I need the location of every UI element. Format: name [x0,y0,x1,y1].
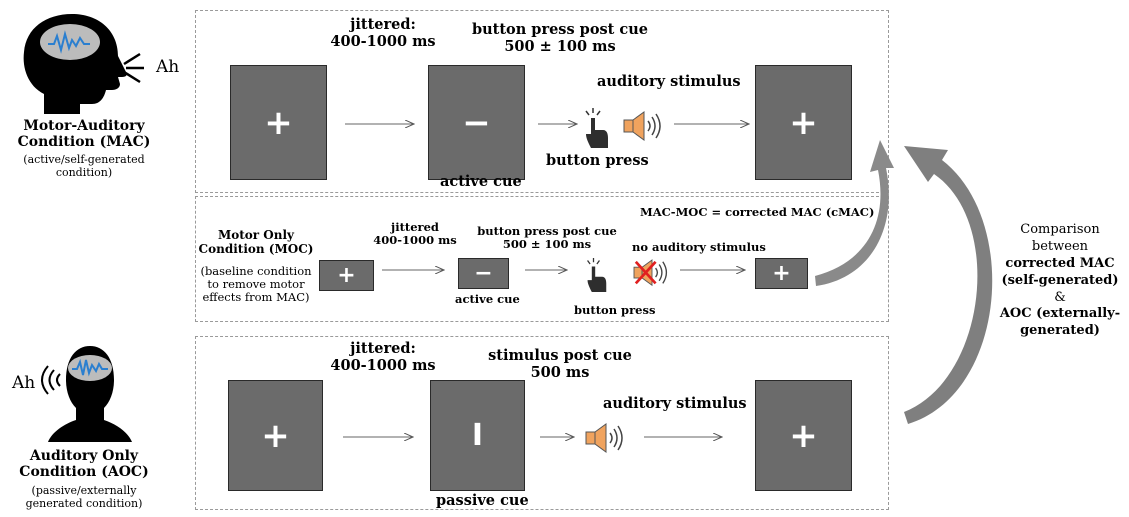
moc-panel [195,196,889,322]
comparison-line1: Comparison [1020,222,1100,237]
correction-curved-arrow [815,140,894,286]
mac-post-cue-label: button press post cue 500 ± 100 ms [465,21,655,55]
mac-end-box: + [755,65,852,180]
plus-icon: + [337,263,356,288]
minus-icon: − [462,102,491,143]
mac-active-cue-label: active cue [440,173,522,190]
moc-title: Motor Only Condition (MOC) [196,228,316,257]
muted-speaker-icon [633,259,668,287]
comparison-label: Comparison between corrected MAC (self-g… [992,222,1128,340]
moc-active-cue-label: active cue [455,292,520,306]
moc-desc-line1: (baseline condition [200,264,312,278]
moc-jitter-line2: 400-1000 ms [373,233,457,248]
mac-post-cue-line1: button press post cue [471,21,649,38]
bar-icon: I [471,418,484,453]
mac-cue-box: − [428,65,525,180]
moc-desc-line3: effects from MAC) [202,290,310,305]
comparison-line5: & [1054,289,1066,305]
mac-panel [195,10,889,193]
aoc-panel [195,336,889,510]
minus-icon: − [474,261,493,286]
moc-post-cue-label: button press post cue 500 ± 100 ms [477,224,617,252]
comparison-line7: generated) [1020,323,1100,339]
aoc-end-box: + [755,380,852,491]
mac-button-press-label: button press [546,152,649,169]
moc-no-auditory-label: no auditory stimulus [632,240,766,254]
brain-wave [48,30,90,54]
mac-sub-line2: condition) [55,165,113,179]
hand-press-icon [587,258,607,292]
mac-title-line1: Motor-Auditory [23,118,145,134]
mac-sub-line1: (active/self-generated [23,153,145,166]
plus-icon: + [772,261,791,286]
moc-desc-line2: to remove motor [207,277,305,292]
aoc-title: Auditory Only Condition (AOC) [4,448,164,480]
comparison-line4: (self-generated) [1001,272,1119,288]
aoc-post-cue-label: stimulus post cue 500 ms [480,347,640,381]
moc-end-box: + [755,258,808,289]
plus-icon: + [261,415,290,456]
mac-speech-label: Ah [156,57,180,77]
comparison-curved-arrow [904,146,993,424]
aoc-cue-box: I [430,380,525,491]
aoc-sub-line2: generated condition) [25,496,143,510]
comparison-line2: between [1031,238,1089,254]
plus-icon: + [264,102,293,143]
moc-jitter-label: jittered 400-1000 ms [365,220,465,248]
mac-title: Motor-Auditory Condition (MAC) [4,118,164,150]
aoc-passive-cue-label: passive cue [436,492,529,509]
mac-jitter-line1: jittered: [350,16,416,33]
mac-jitter-line2: 400-1000 ms [330,32,436,50]
mac-auditory-label: auditory stimulus [597,73,741,90]
aoc-sub-line1: (passive/externally [31,484,137,497]
aoc-post-cue-line2: 500 ms [530,363,590,381]
moc-post-cue-line2: 500 ± 100 ms [502,237,592,252]
aoc-jitter-line2: 400-1000 ms [330,356,436,374]
moc-description: (baseline condition to remove motor effe… [196,264,316,305]
speaker-icon [623,111,661,141]
moc-button-press-label: button press [574,303,656,317]
moc-post-cue-line1: button press post cue [477,224,617,238]
moc-formula: MAC-MOC = corrected MAC (cMAC) [640,205,875,219]
aoc-title-line1: Auditory Only [29,448,139,464]
plus-icon: + [789,102,818,143]
mac-subtitle: (active/self-generated condition) [4,153,164,179]
brain-wave [72,358,108,377]
moc-jitter-line1: jittered [391,220,439,234]
moc-title-line2: Condition (MOC) [198,241,314,256]
aoc-fixation-box: + [228,380,323,491]
comparison-line3: corrected MAC [1005,255,1115,271]
aoc-subtitle: (passive/externally generated condition) [4,484,164,510]
aoc-jitter-line1: jittered: [350,340,416,357]
aoc-title-line2: Condition (AOC) [19,464,149,481]
aoc-jitter-label: jittered: 400-1000 ms [318,340,448,374]
mac-post-cue-line2: 500 ± 100 ms [504,37,616,55]
aoc-post-cue-line1: stimulus post cue [488,347,632,364]
aoc-auditory-label: auditory stimulus [603,395,747,412]
moc-cue-box: − [458,258,509,289]
mac-head-icon [23,14,144,114]
mac-fixation-box: + [230,65,327,180]
mac-jitter-label: jittered: 400-1000 ms [318,16,448,50]
hand-press-icon [585,108,608,148]
aoc-speech-label: Ah [12,373,36,393]
comparison-line6: AOC (externally- [999,306,1121,322]
mac-title-line2: Condition (MAC) [17,134,151,151]
speaker-icon [585,423,623,453]
moc-fixation-box: + [319,260,374,291]
aoc-head-icon [41,346,132,442]
moc-title-line1: Motor Only [217,228,295,242]
plus-icon: + [789,415,818,456]
